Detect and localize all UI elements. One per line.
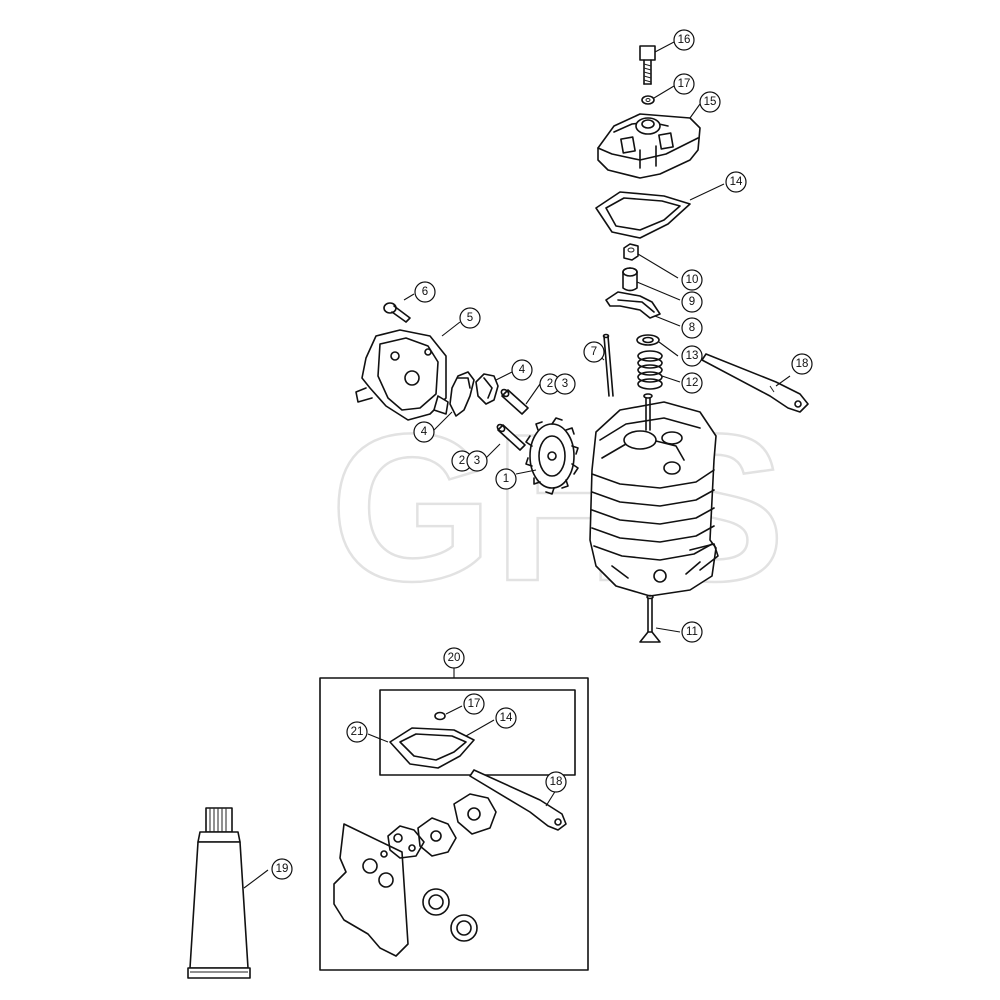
- part-7-push-rod: [602, 333, 614, 397]
- callout-20: 20: [443, 647, 465, 669]
- part-13-retainer: [636, 334, 660, 346]
- callout-19: 19: [271, 858, 293, 880]
- part-11-valve: [639, 594, 661, 643]
- kit-washer-17: [434, 711, 446, 721]
- callout-2-bottom-label: 2: [459, 455, 465, 467]
- callout-14-kit-label: 14: [500, 712, 513, 724]
- callout-18-label: 18: [796, 358, 809, 370]
- callout-2-top-label: 2: [547, 378, 553, 390]
- callout-9: 9: [681, 291, 703, 313]
- callout-16: 16: [673, 29, 695, 51]
- callout-17-kit: 17: [463, 693, 485, 715]
- callout-4-top-label: 4: [519, 364, 526, 376]
- kit-base-gasket: [333, 823, 409, 957]
- callout-1-label: 1: [503, 473, 509, 485]
- part-19-tube: [187, 807, 251, 979]
- callout-6: 6: [414, 281, 436, 303]
- callout-21: 21: [346, 721, 368, 743]
- callout-15: 15: [699, 91, 721, 113]
- callout-17: 17: [673, 73, 695, 95]
- callout-15-label: 15: [704, 96, 717, 108]
- callout-8: 8: [681, 317, 703, 339]
- callout-8-label: 8: [689, 322, 695, 334]
- part-2-3-pin-upper: [500, 388, 529, 415]
- callout-20-label: 20: [448, 652, 461, 664]
- part-5-housing-cover: [355, 329, 449, 421]
- callout-12-label: 12: [686, 377, 699, 389]
- callout-14-label: 14: [730, 176, 743, 188]
- callout-7: 7: [583, 341, 605, 363]
- leader-lines: [243, 41, 791, 889]
- callout-13: 13: [681, 345, 703, 367]
- callout-4-bottom: 4: [413, 421, 435, 443]
- callout-14-kit: 14: [495, 707, 517, 729]
- callout-6-label: 6: [422, 286, 428, 298]
- callout-9-label: 9: [689, 296, 695, 308]
- part-15-valve-cover: [597, 113, 701, 179]
- callout-17-label: 17: [678, 78, 691, 90]
- part-18-tool: [701, 353, 809, 413]
- part-12-valve-spring: [637, 350, 663, 390]
- callout-5-label: 5: [467, 312, 473, 324]
- callout-1: 1: [495, 468, 517, 490]
- kit-tool-18: [469, 769, 567, 831]
- callout-10-label: 10: [686, 274, 699, 286]
- callout-3-top-label: 3: [562, 378, 568, 390]
- callout-5: 5: [459, 307, 481, 329]
- callout-3-bottom: 3: [466, 450, 488, 472]
- callout-16-label: 16: [678, 34, 691, 46]
- callout-21-label: 21: [351, 726, 364, 738]
- callout-14: 14: [725, 171, 747, 193]
- part-17-washer: [641, 95, 655, 105]
- callout-19-label: 19: [276, 863, 289, 875]
- callout-10: 10: [681, 269, 703, 291]
- part-14-gasket: [595, 191, 691, 239]
- part-1-cam-gear: [525, 417, 579, 495]
- kit-seals: [422, 888, 478, 942]
- part-4-levers: [449, 371, 499, 417]
- callout-17-kit-label: 17: [468, 698, 481, 710]
- callout-7-label: 7: [591, 346, 597, 358]
- callout-11: 11: [681, 621, 703, 643]
- callout-18-kit: 18: [545, 771, 567, 793]
- callout-18: 18: [791, 353, 813, 375]
- callout-2-bottom: 2: [451, 450, 473, 472]
- kit-gasket-14: [389, 727, 475, 769]
- callout-3-top: 3: [554, 373, 576, 395]
- callout-4-bottom-label: 4: [421, 426, 428, 438]
- part-9-bushing: [622, 267, 638, 292]
- part-16-bolt: [639, 45, 656, 85]
- callout-18-kit-label: 18: [550, 776, 563, 788]
- part-6-screw: [383, 302, 411, 323]
- part-2-3-pin-lower: [496, 423, 526, 451]
- callout-11-label: 11: [686, 626, 698, 638]
- kit-flange-gaskets: [387, 793, 497, 859]
- cylinder-assembly: [589, 393, 719, 597]
- callout-4-top: 4: [511, 359, 533, 381]
- part-8-rocker-arm: [605, 291, 661, 319]
- callout-13-label: 13: [686, 350, 699, 362]
- callout-3-bottom-label: 3: [474, 455, 480, 467]
- part-10-nut: [623, 243, 639, 261]
- callout-12: 12: [681, 372, 703, 394]
